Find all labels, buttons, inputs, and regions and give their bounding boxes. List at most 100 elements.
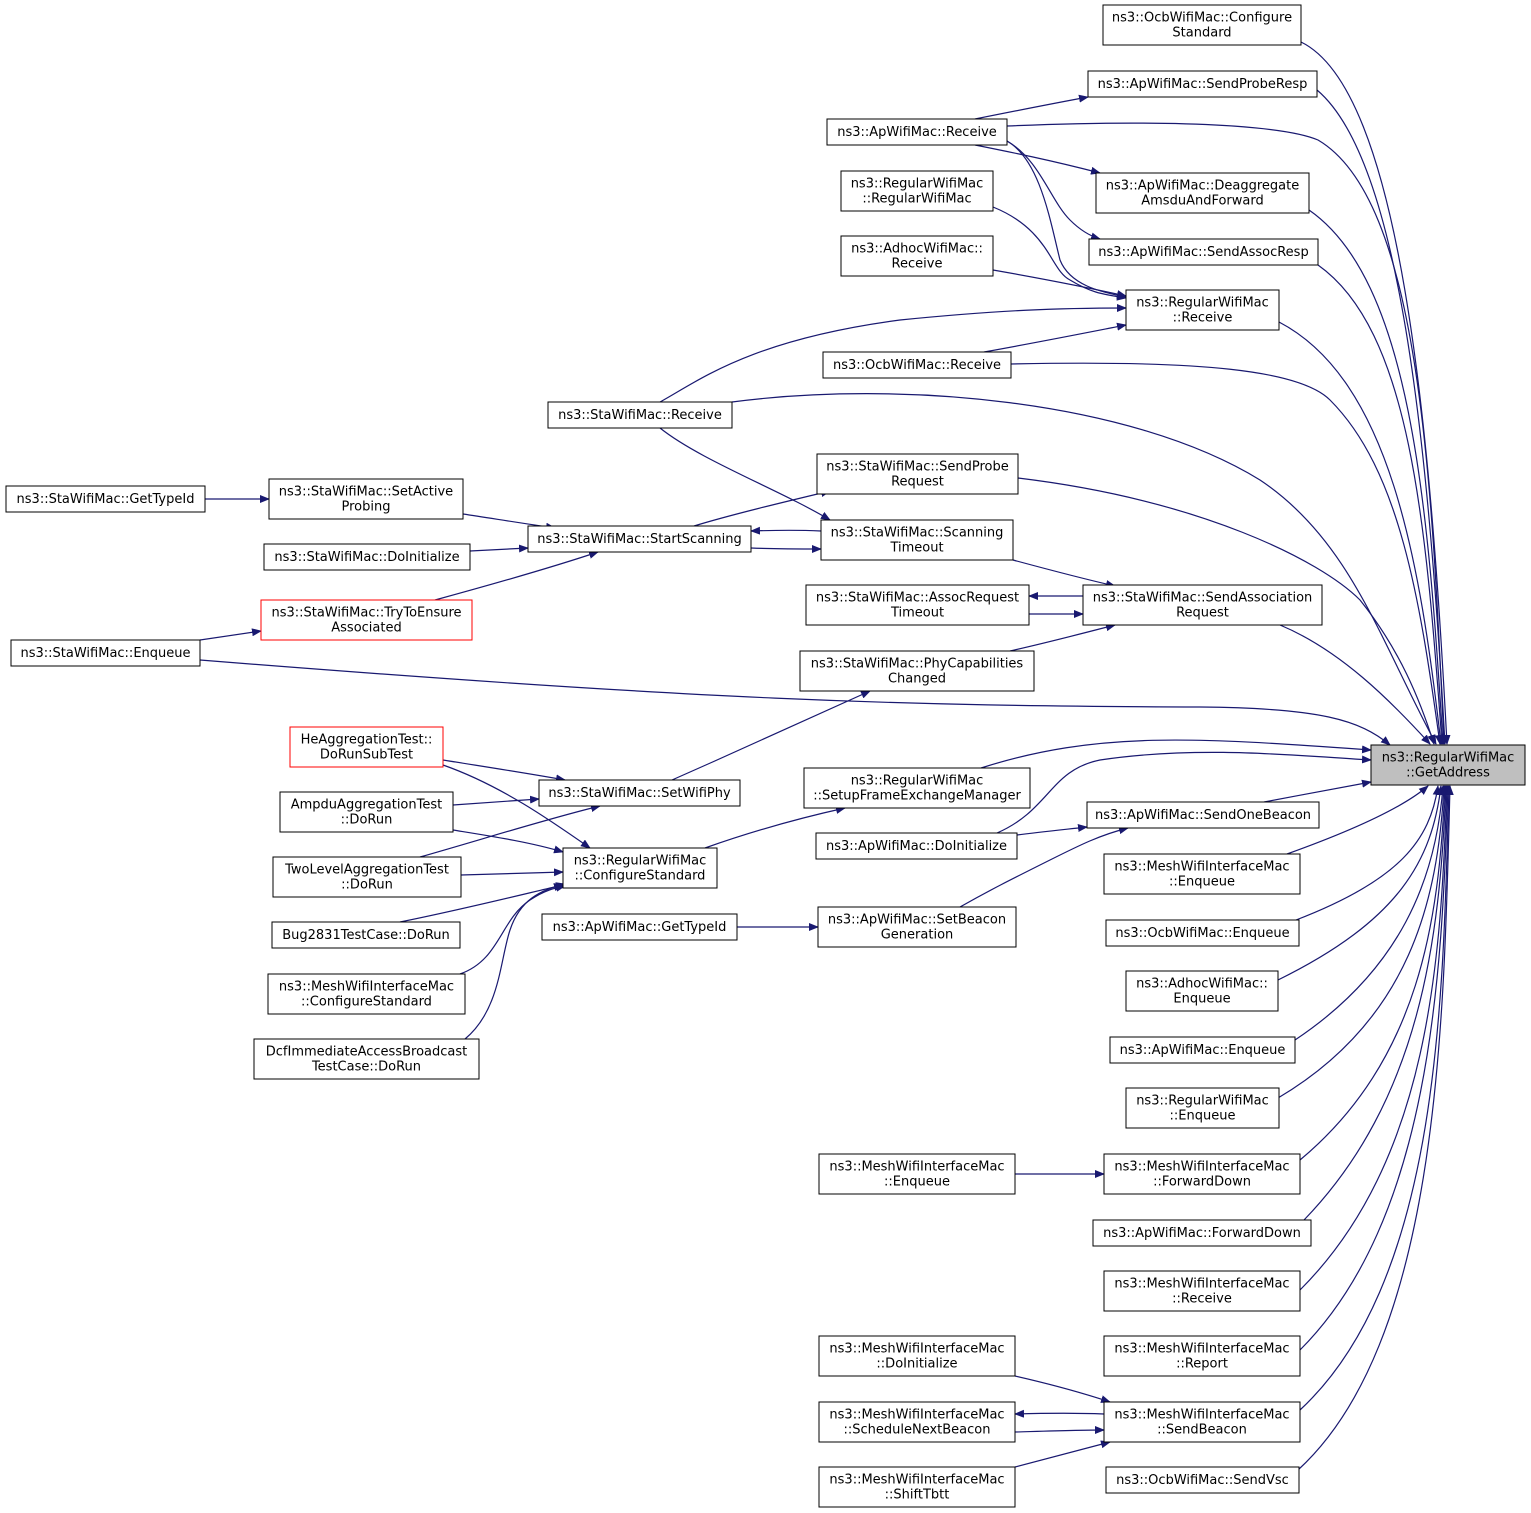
node-label-line: ::ShiftTbtt [885,1488,950,1503]
node-bug-test[interactable]: Bug2831TestCase::DoRun [271,921,461,949]
edge-adhoc_enq-to-target [1277,785,1444,981]
edge-he_test-to-sta_setphy [442,759,566,783]
node-label-line: ns3::StaWifiMac::AssocRequest [816,591,1019,606]
node-mesh-enq-l[interactable]: ns3::MeshWifiInterfaceMac::Enqueue [818,1153,1016,1195]
node-mesh-enq-r[interactable]: ns3::MeshWifiInterfaceMac::Enqueue [1103,853,1301,895]
node-sta-scan[interactable]: ns3::StaWifiMac::StartScanning [527,525,752,553]
node-ap-fwd[interactable]: ns3::ApWifiMac::ForwardDown [1092,1219,1312,1247]
node-reg-ctor[interactable]: ns3::RegularWifiMac::RegularWifiMac [840,170,994,212]
node-adhoc-enq[interactable]: ns3::AdhocWifiMac::Enqueue [1125,970,1279,1012]
node-mesh-recv[interactable]: ns3::MeshWifiInterfaceMac::Receive [1103,1270,1301,1312]
node-sta-enq[interactable]: ns3::StaWifiMac::Enqueue [10,639,201,667]
node-twolevel-test[interactable]: TwoLevelAggregationTest::DoRun [272,856,462,898]
node-sta-setphy[interactable]: ns3::StaWifiMac::SetWifiPhy [538,779,741,807]
node-ocb-recv[interactable]: ns3::OcbWifiMac::Receive [822,351,1012,379]
node-sta-gettype[interactable]: ns3::StaWifiMac::GetTypeId [5,485,206,513]
node-label-line: ns3::ApWifiMac::SendOneBeacon [1095,808,1311,823]
node-ap-probe[interactable]: ns3::ApWifiMac::SendProbeResp [1087,70,1318,98]
node-box [1105,919,1300,947]
node-ap-recv[interactable]: ns3::ApWifiMac::Receive [826,118,1008,146]
node-label-line: ns3::MeshWifiInterfaceMac [1114,1408,1289,1423]
node-box [10,639,201,667]
node-ocb-enq[interactable]: ns3::OcbWifiMac::Enqueue [1105,919,1300,947]
node-label-line: ns3::ApWifiMac::SendProbeResp [1098,77,1308,92]
node-mesh-doinit[interactable]: ns3::MeshWifiInterfaceMac::DoInitialize [818,1335,1016,1377]
node-box [1082,584,1323,626]
node-box [1103,1270,1301,1312]
node-sta-doinit[interactable]: ns3::StaWifiMac::DoInitialize [263,543,471,571]
node-label-line: ns3::MeshWifiInterfaceMac [829,1473,1004,1488]
edge-ap_beacon-to-target [1263,779,1372,803]
node-he-test[interactable]: HeAggregationTest::DoRunSubTest [289,726,444,768]
edge-ap_recv-to-ap_probe [974,94,1089,120]
node-label-line: ns3::MeshWifiInterfaceMac [829,1342,1004,1357]
node-reg-recv[interactable]: ns3::RegularWifiMac::Receive [1125,289,1280,331]
node-box [820,519,1014,561]
nodes-layer: ns3::RegularWifiMac::GetAddressns3::OcbW… [5,4,1526,1508]
node-reg-enq[interactable]: ns3::RegularWifiMac::Enqueue [1125,1087,1280,1129]
node-box [562,847,718,889]
node-ap-enq[interactable]: ns3::ApWifiMac::Enqueue [1109,1036,1296,1064]
node-label-line: ns3::OcbWifiMac::Configure [1112,11,1292,26]
node-label-line: ::Enqueue [1169,875,1235,890]
node-ap-beacon[interactable]: ns3::ApWifiMac::SendOneBeacon [1086,801,1320,829]
node-ocb-vsc[interactable]: ns3::OcbWifiMac::SendVsc [1105,1466,1300,1494]
node-label-line: ::SetupFrameExchangeManager [813,789,1021,804]
node-label-line: ns3::StaWifiMac::SetActive [279,485,453,500]
node-label-line: TestCase::DoRun [311,1060,421,1075]
node-mesh-report[interactable]: ns3::MeshWifiInterfaceMac::Report [1103,1335,1301,1377]
node-label-line: ns3::OcbWifiMac::Receive [833,358,1001,373]
node-mesh-cfg[interactable]: ns3::MeshWifiInterfaceMac::ConfigureStan… [267,973,466,1015]
node-mesh-sendbeacon[interactable]: ns3::MeshWifiInterfaceMac::SendBeacon [1103,1401,1301,1443]
edge-mesh_sendbeacon-to-mesh_sched [1014,1409,1105,1418]
edge-mesh_shift-to-mesh_sendbeacon [1014,1440,1111,1468]
node-label-line: ::ConfigureStandard [575,869,706,884]
node-ampdu-test[interactable]: AmpduAggregationTest::DoRun [279,791,454,833]
node-label-line: Enqueue [1173,992,1230,1007]
edge-sta_sendassoc-to-target [1279,624,1431,745]
node-label-line: ns3::MeshWifiInterfaceMac [1114,1342,1289,1357]
node-mesh-sched[interactable]: ns3::MeshWifiInterfaceMac::ScheduleNextB… [818,1401,1016,1443]
edge-mesh_report-to-target [1299,785,1452,1351]
edge-sta_scan-to-sta_scantimeout [750,544,822,553]
node-reg-setupfem[interactable]: ns3::RegularWifiMac::SetupFrameExchangeM… [803,767,1031,809]
node-reg-cfg[interactable]: ns3::RegularWifiMac::ConfigureStandard [562,847,718,889]
edge-he_test-to-reg_cfg [442,764,591,849]
node-sta-recv[interactable]: ns3::StaWifiMac::Receive [547,401,733,429]
node-dcf-test[interactable]: DcfImmediateAccessBroadcastTestCase::DoR… [253,1038,480,1080]
node-ap-assoc[interactable]: ns3::ApWifiMac::SendAssocResp [1088,238,1319,266]
node-label-line: DoRunSubTest [320,748,413,763]
node-mesh-fwd[interactable]: ns3::MeshWifiInterfaceMac::ForwardDown [1103,1153,1301,1195]
node-adhoc-recv[interactable]: ns3::AdhocWifiMac::Receive [840,235,994,277]
edge-ocb_enq-to-target [1295,785,1441,921]
node-ap-gettype[interactable]: ns3::ApWifiMac::GetTypeId [541,913,738,941]
node-label-line: ::Enqueue [884,1175,950,1190]
node-mesh-shift[interactable]: ns3::MeshWifiInterfaceMac::ShiftTbtt [818,1466,1016,1508]
edge-ocb_vsc-to-target [1297,785,1454,1471]
node-box [816,453,1019,495]
node-target[interactable]: ns3::RegularWifiMac::GetAddress [1370,744,1526,786]
node-box [260,599,473,641]
node-box [1105,1466,1300,1494]
node-ap-doinit[interactable]: ns3::ApWifiMac::DoInitialize [815,832,1018,860]
node-ocb-cfg[interactable]: ns3::OcbWifiMac::ConfigureStandard [1102,4,1302,46]
edge-sta_enq-to-target [199,659,1391,746]
node-box [815,832,1018,860]
node-box [818,1466,1016,1508]
edge-adhoc_recv-to-reg_recv [992,269,1127,298]
node-label-line: Changed [888,672,946,687]
edge-ap_fwd-to-target [1303,785,1450,1221]
node-label-line: ns3::AdhocWifiMac:: [851,242,983,257]
node-ap-deagg[interactable]: ns3::ApWifiMac::DeaggregateAmsduAndForwa… [1095,172,1310,214]
node-label-line: ns3::ApWifiMac::Receive [837,125,997,140]
edge-sta_recv-to-reg_recv [659,304,1127,403]
node-label-line: ::ScheduleNextBeacon [843,1423,990,1438]
